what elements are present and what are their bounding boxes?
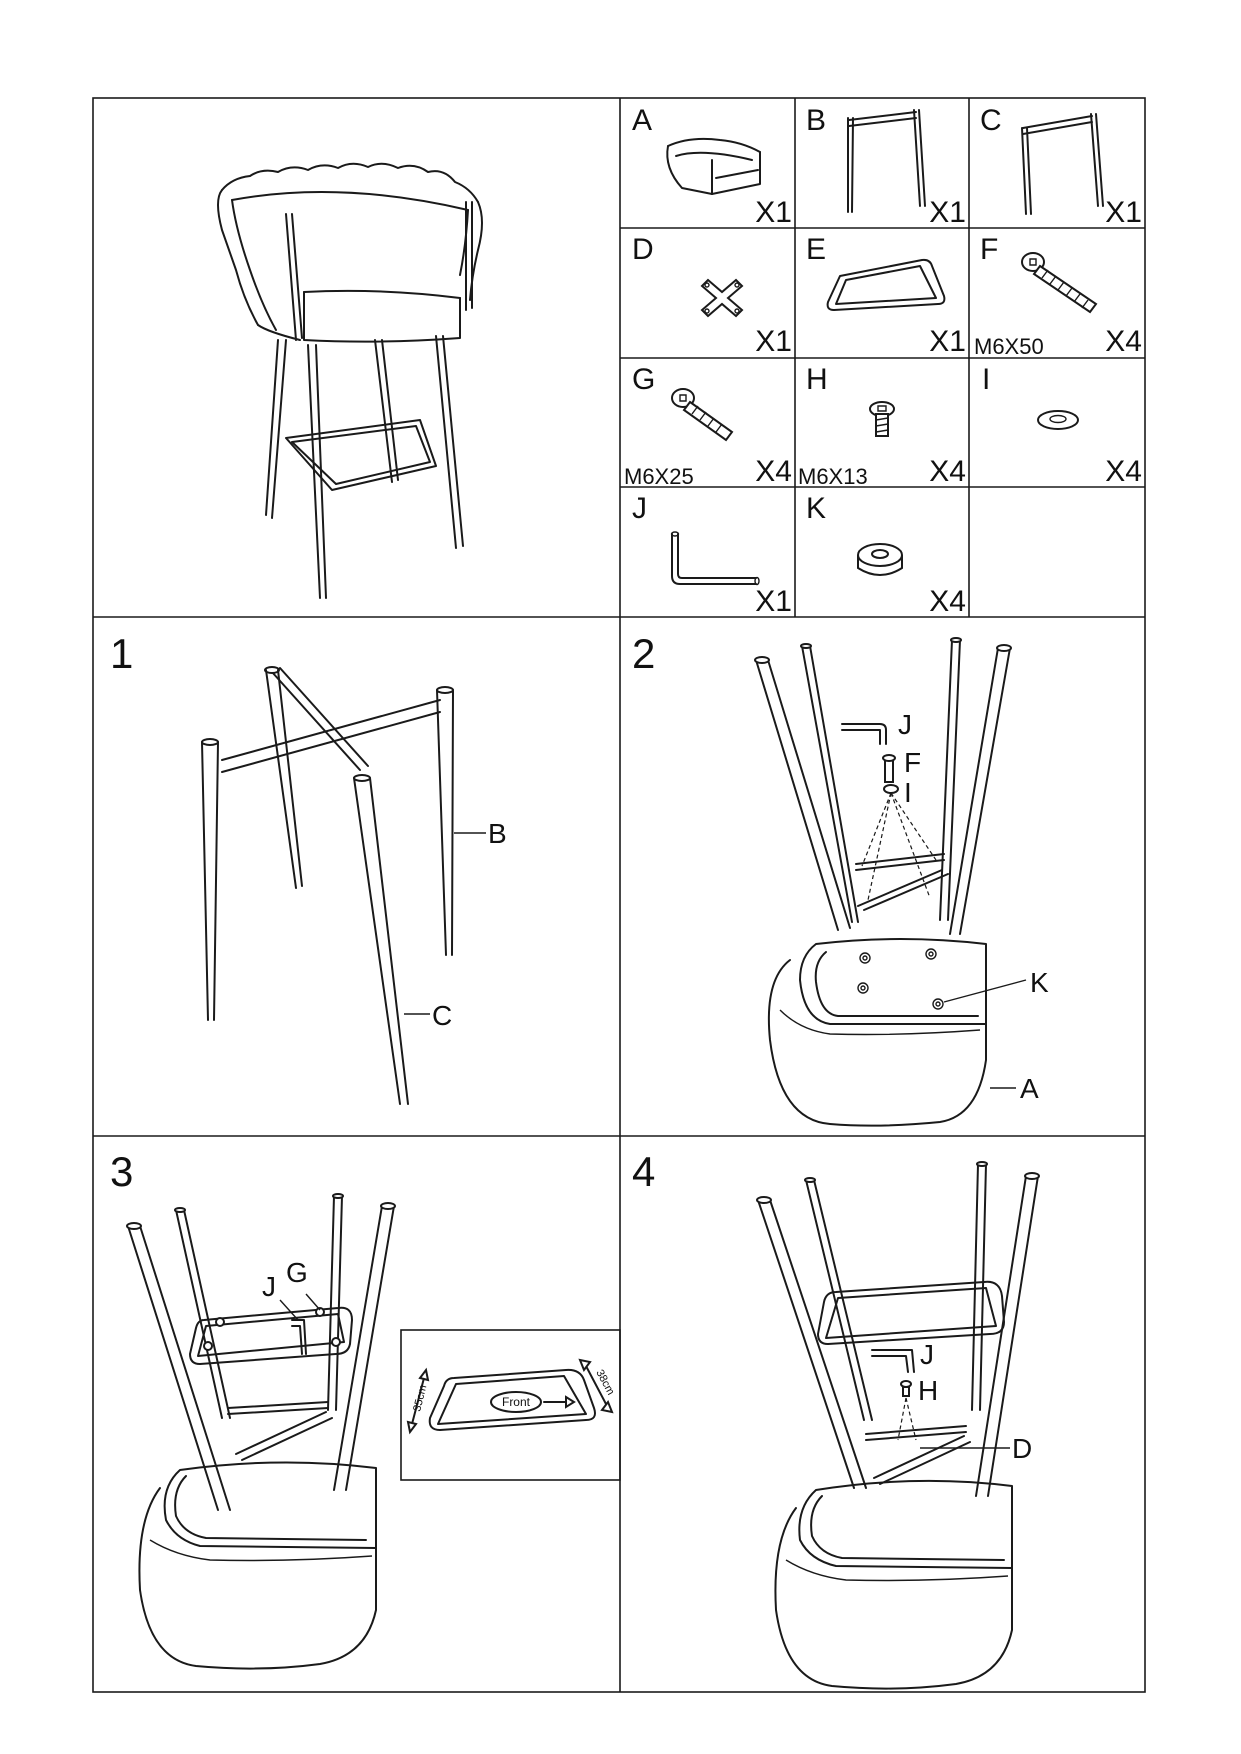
step-3-illustration	[126, 1193, 621, 1670]
step-1-illustration	[201, 666, 486, 1105]
part-k-qty: X4	[929, 585, 966, 618]
step-3-number: 3	[110, 1148, 133, 1195]
part-f-bolt-illustration	[1021, 252, 1098, 314]
step-2-callout-k: K	[1030, 967, 1049, 998]
part-j-qty: X1	[755, 585, 792, 618]
part-j-allen-key-illustration	[670, 531, 760, 586]
part-f-qty: X4	[1105, 325, 1142, 358]
step-2-callout-i: I	[904, 777, 912, 808]
part-h-bolt-illustration	[869, 401, 895, 437]
step-4-number: 4	[632, 1148, 655, 1195]
step-2-callout-f: F	[904, 747, 921, 778]
part-e-footrest-illustration	[826, 258, 946, 311]
inset-dim-right: 38cm	[593, 1368, 616, 1397]
inset-front-label: Front	[502, 1395, 531, 1409]
step-4-callout-h: H	[918, 1375, 938, 1406]
inset-dim-left: 35cm	[411, 1384, 429, 1413]
step-1-callout-b: B	[488, 818, 507, 849]
part-h-letter: H	[806, 363, 828, 396]
part-a-seat-illustration	[666, 137, 761, 195]
chair-overview-illustration	[217, 162, 483, 599]
part-g-qty: X4	[755, 455, 792, 488]
part-k-letter: K	[806, 492, 826, 525]
part-b-qty: X1	[929, 196, 966, 229]
step-2-number: 2	[632, 630, 655, 677]
part-c-letter: C	[980, 104, 1002, 137]
part-f-spec: M6X50	[974, 334, 1044, 359]
step-2-illustration	[754, 637, 1027, 1127]
step-1-callout-c: C	[432, 1000, 452, 1031]
part-i-qty: X4	[1105, 455, 1142, 488]
part-h-spec: M6X13	[798, 464, 868, 489]
part-e-letter: E	[806, 233, 826, 266]
step-3-callout-j: J	[262, 1271, 276, 1302]
part-d-letter: D	[632, 233, 654, 266]
part-g-letter: G	[632, 363, 655, 396]
part-i-washer-illustration	[1037, 410, 1079, 430]
part-g-bolt-illustration	[671, 388, 734, 442]
part-c-leg-frame-illustration	[1021, 113, 1104, 215]
part-b-letter: B	[806, 104, 826, 137]
part-f-letter: F	[980, 233, 998, 266]
step-3-callout-g: G	[286, 1257, 308, 1288]
step-2-callout-a: A	[1020, 1073, 1039, 1104]
part-e-qty: X1	[929, 325, 966, 358]
part-h-qty: X4	[929, 455, 966, 488]
part-d-qty: X1	[755, 325, 792, 358]
step-4-callout-j: J	[920, 1339, 934, 1370]
step-1-number: 1	[110, 630, 133, 677]
part-g-spec: M6X25	[624, 464, 694, 489]
step-4-illustration	[756, 1161, 1040, 1690]
part-k-foot-pad-illustration	[857, 543, 903, 576]
part-b-leg-frame-illustration	[847, 109, 926, 213]
part-a-letter: A	[632, 104, 652, 137]
part-i-letter: I	[982, 363, 990, 396]
step-2-callout-j: J	[898, 709, 912, 740]
step-4-callout-d: D	[1012, 1433, 1032, 1464]
part-d-cross-plate-illustration	[700, 278, 744, 318]
part-j-letter: J	[632, 492, 647, 525]
part-a-qty: X1	[755, 196, 792, 229]
part-c-qty: X1	[1105, 196, 1142, 229]
